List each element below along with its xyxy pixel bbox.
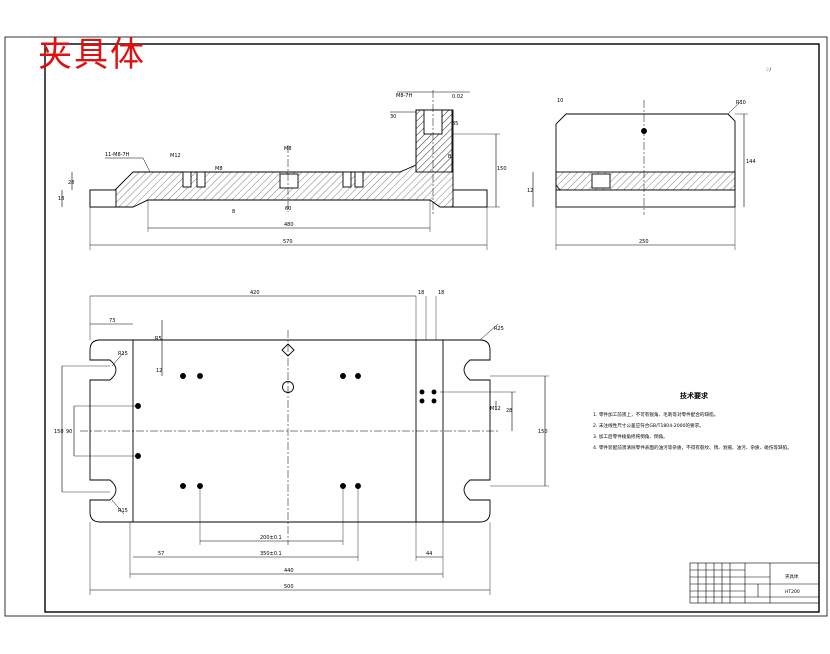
plan-hole-14 — [431, 398, 437, 404]
dim-28: 28 — [68, 180, 74, 186]
dim-144: 144 — [746, 159, 756, 165]
plan-hole-4 — [355, 373, 361, 379]
dim-57: 57 — [158, 551, 164, 557]
tech-note-1: 1. 零件加工前须上，不可有锐角、毛刺等对零件配合的缺陷。 — [593, 411, 718, 418]
dim-m8: M8 — [284, 146, 292, 152]
title-block-name: 夹具体 — [785, 573, 799, 580]
dim-480: 480 — [284, 222, 294, 228]
plan-view — [61, 295, 549, 595]
side-base — [555, 189, 736, 208]
dim-200: 200±0.1 — [260, 535, 282, 541]
dim-b: B — [448, 154, 452, 160]
plan-hole-12 — [431, 389, 437, 395]
dim-r15-a: R15 — [118, 351, 128, 357]
dim-12: 12 — [527, 188, 533, 194]
tech-notes-title: 技术要求 — [680, 391, 709, 400]
front-slot-1 — [182, 171, 192, 188]
dim-18: 18 — [58, 196, 64, 202]
dim-r5: R5 — [155, 336, 162, 342]
side-view — [532, 99, 748, 250]
dim-r10: R10 — [736, 100, 746, 106]
plan-hole-13 — [419, 398, 425, 404]
plan-hole-3 — [340, 373, 346, 379]
dim-44: 44 — [426, 551, 432, 557]
dim-18-top: 18 — [418, 290, 424, 296]
dim-28-right: 28 — [506, 408, 512, 414]
plan-hole-1 — [180, 373, 186, 379]
sheet-outer-border — [4, 36, 828, 617]
front-left-lug — [89, 189, 117, 208]
dim-m12-plan: M12 — [490, 406, 501, 412]
side-slot — [591, 173, 611, 189]
dim-m8-b: M8 — [215, 166, 223, 172]
dim-30: 30 — [390, 114, 396, 120]
tech-note-2: 2. 未注线性尺寸公差应符合GB/T1804-2000的要求。 — [593, 422, 704, 429]
plan-hole-2 — [197, 373, 203, 379]
dim-250: 250 — [639, 239, 649, 245]
tol-top: 0.02 — [452, 94, 463, 100]
front-right-lug — [452, 189, 488, 208]
dim-18-b: 18 — [438, 290, 444, 296]
dim-500: 500 — [284, 584, 294, 590]
dim-35: 35 — [452, 121, 458, 127]
front-slot-3 — [342, 171, 352, 188]
dim-570: 570 — [283, 239, 293, 245]
title-block — [689, 562, 820, 604]
tech-notes: 技术要求 1. 零件加工前须上，不可有锐角、毛刺等对零件配合的缺陷。 2. 未注… — [593, 391, 792, 451]
plan-view-labels: 420 18 73 R25 R15 18 R5 12 150 90 150 28… — [54, 290, 548, 590]
dim-8: 8 — [232, 209, 235, 215]
front-view-labels: 570 480 60 M8 18 28 11-M8-7H M12 M8 8 B … — [58, 93, 507, 245]
plan-hole-11 — [419, 389, 425, 395]
front-slot-2 — [196, 171, 206, 188]
title-block-material: HT200 — [785, 589, 800, 595]
dim-m12: M12 — [170, 153, 181, 159]
dim-12-b: 12 — [156, 368, 162, 374]
side-base-section — [555, 171, 736, 191]
thread-top: M8-7H — [396, 93, 412, 99]
drawing-title-stamp: 夹具体 — [38, 35, 146, 75]
roughness-symbol: ♢/ — [765, 67, 771, 73]
dim-r15-b: R15 — [118, 508, 128, 514]
dim-thread-11: 11-M8-7H — [105, 152, 130, 158]
dim-90: 90 — [66, 429, 72, 435]
dim-420: 420 — [250, 290, 260, 296]
front-section-view — [61, 90, 500, 250]
dim-r25: R25 — [494, 326, 504, 332]
tech-note-4: 4. 零件装配前须清除零件表面的油污等杂质，不得有裂纹、锈、划痕、油污、杂质、碰… — [593, 444, 792, 451]
dim-73: 73 — [109, 318, 115, 324]
plan-hole-5 — [180, 483, 186, 489]
dim-10: 10 — [557, 98, 563, 104]
front-slot-4 — [354, 171, 364, 188]
side-view-labels: 250 R10 144 10 12 — [527, 98, 756, 245]
dim-350: 350±0.1 — [260, 551, 282, 557]
dim-150-right: 150 — [538, 429, 548, 435]
dim-60: 60 — [285, 206, 291, 212]
dim-440: 440 — [284, 568, 294, 574]
front-center-hole — [279, 173, 299, 189]
dim-150: 150 — [497, 166, 507, 172]
tech-note-3: 3. 加工后零件棱角修钝倒角、倒角。 — [593, 433, 668, 440]
dim-150-left: 150 — [54, 429, 64, 435]
sheet-inner-border — [44, 43, 820, 613]
title-block-labels: 夹具体 HT200 — [785, 573, 800, 595]
